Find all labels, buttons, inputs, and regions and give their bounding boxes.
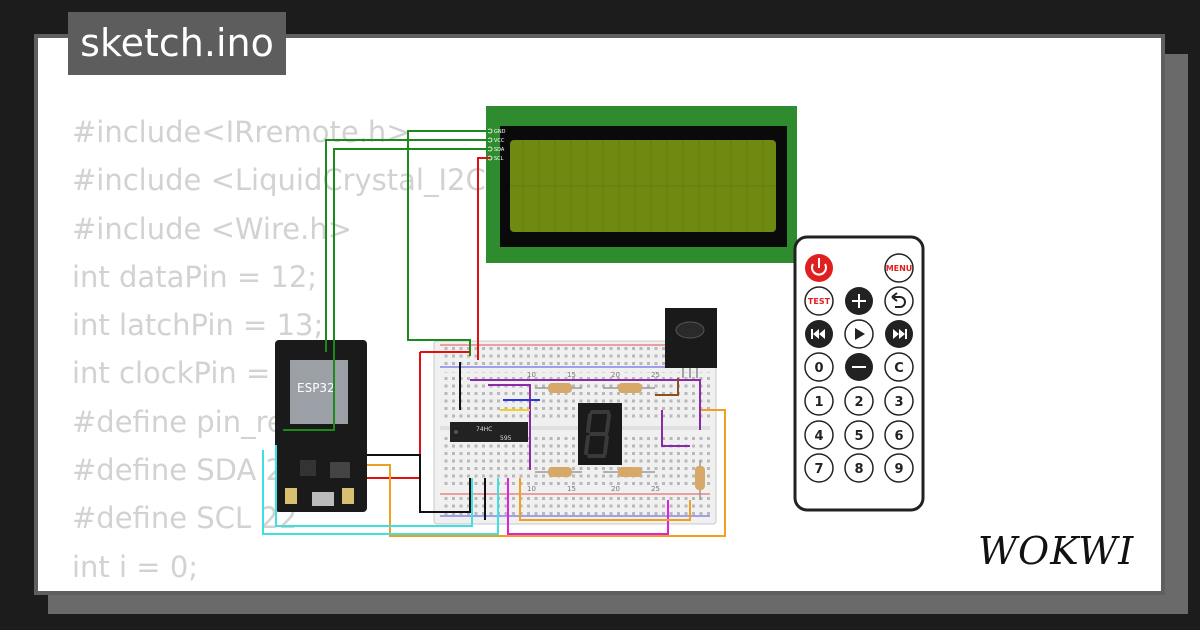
code-line: int clockPin = [72, 356, 271, 391]
code-line: #include <LiquidCrystal_I2C [72, 163, 486, 198]
resistors [535, 383, 705, 500]
lcd-pin-gnd: GND [494, 129, 506, 135]
breadboard-number: 15 [567, 485, 576, 493]
seven-segment-display[interactable] [578, 403, 622, 465]
breadboard-number: 15 [567, 371, 576, 379]
plus-icon[interactable] [845, 287, 873, 315]
remote-button-3[interactable]: 3 [884, 386, 914, 416]
remote-button-8[interactable]: 8 [844, 453, 874, 483]
lcd-pin-scl: SCL [494, 156, 504, 162]
svg-text:4: 4 [814, 429, 823, 444]
sketch-title: sketch.ino [68, 12, 286, 75]
code-line: int dataPin = 12; [72, 259, 318, 294]
breadboard-number: 25 [651, 485, 660, 493]
svg-text:0: 0 [814, 361, 823, 376]
chip-label: 595 [500, 435, 512, 442]
lcd-pin-sda: SDA [494, 147, 505, 153]
remote-button-7[interactable]: 7 [804, 453, 834, 483]
chip-label: 74HC [476, 426, 492, 433]
code-line: #define SCL 22 [72, 501, 298, 536]
lcd-pin-vcc: VCC [494, 138, 505, 144]
minus-icon[interactable] [845, 353, 873, 381]
lcd-display[interactable]: GND VCC SDA SCL [486, 106, 797, 263]
breadboard-number: 10 [527, 371, 536, 379]
breadboard-number: 25 [651, 371, 660, 379]
remote-button-4[interactable]: 4 [804, 420, 834, 450]
remote-button-1[interactable]: 1 [804, 386, 834, 416]
code-line: int latchPin = 13; [72, 308, 324, 343]
remote-button-9[interactable]: 9 [884, 453, 914, 483]
svg-text:TEST: TEST [808, 297, 831, 306]
svg-text:1: 1 [814, 395, 823, 410]
code-line: #define pin_re [72, 404, 285, 439]
svg-text:2: 2 [854, 395, 863, 410]
shift-register-chip[interactable]: 74HC 595 [450, 422, 528, 442]
svg-text:5: 5 [854, 429, 863, 444]
svg-text:MENU: MENU [886, 264, 913, 273]
ir-remote[interactable]: MENU TEST [793, 235, 925, 512]
svg-text:3: 3 [894, 395, 903, 410]
code-line: #include<IRremote.h> [72, 115, 411, 149]
menu-button[interactable]: MENU [884, 253, 914, 283]
code-line: #include <Wire.h> [72, 211, 353, 246]
svg-text:6: 6 [894, 429, 903, 444]
ir-receiver[interactable] [665, 308, 717, 378]
remote-button-0[interactable]: 0 [804, 352, 834, 382]
svg-text:8: 8 [854, 462, 863, 477]
power-icon[interactable] [805, 254, 833, 282]
play-icon[interactable] [844, 319, 874, 349]
rewind-icon[interactable] [805, 320, 833, 348]
wires [262, 130, 726, 537]
remote-button-6[interactable]: 6 [884, 420, 914, 450]
svg-text:WOKWI: WOKWI [978, 529, 1134, 573]
code-preview: #include<IRremote.h> #include <LiquidCry… [72, 108, 486, 591]
code-line: #define SDA 2 [72, 453, 284, 488]
breadboard-number: 20 [611, 485, 620, 493]
back-icon[interactable] [884, 286, 914, 316]
svg-text:9: 9 [894, 462, 903, 477]
test-button[interactable]: TEST [804, 286, 834, 316]
wokwi-logo: WOKWI [978, 529, 1134, 573]
remote-button-c[interactable]: C [884, 352, 914, 382]
forward-icon[interactable] [885, 320, 913, 348]
breadboard-number: 20 [611, 371, 620, 379]
esp32-label: ESP32 [297, 381, 335, 395]
remote-button-5[interactable]: 5 [844, 420, 874, 450]
esp32-board[interactable]: ESP32 [275, 340, 367, 512]
svg-text:C: C [894, 361, 904, 376]
svg-text:7: 7 [814, 462, 823, 477]
breadboard-number: 10 [527, 485, 536, 493]
remote-button-2[interactable]: 2 [844, 386, 874, 416]
code-line: int i = 0; [72, 549, 199, 584]
breadboard[interactable]: 10 15 20 25 10 15 20 25 [433, 340, 717, 525]
